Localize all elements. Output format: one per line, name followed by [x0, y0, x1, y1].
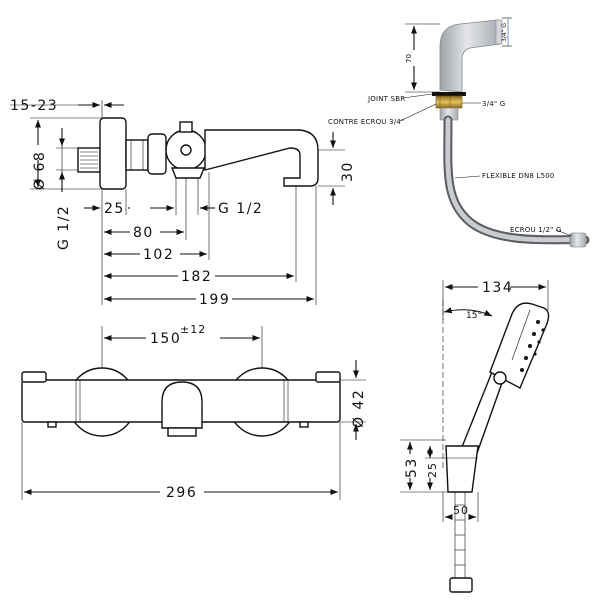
label-ecrou: ECROU 1/2" G [510, 226, 562, 234]
dim-front-diameter-label: Ø 42 [351, 389, 367, 428]
wall-bracket [445, 445, 479, 493]
right-cap-tab [315, 371, 341, 383]
handshower-detail: 134 15° 53 [400, 280, 550, 593]
dim-thread-top-label: 3/4" G [501, 23, 508, 42]
dim-80-label: 80 [133, 225, 154, 241]
label-contre: CONTRE ECROU 3/4" [328, 118, 404, 126]
dim-134-label: 134 [482, 280, 513, 296]
hose-end-nut [569, 232, 587, 248]
mixer-body-side [147, 133, 167, 175]
diverter-knob [170, 167, 206, 179]
dim-30-label: 30 [340, 161, 356, 182]
label-flexible: FLEXIBLE DN8 L500 [482, 172, 555, 180]
mixer-front-view: 150 ±12 Ø 42 296 [21, 323, 367, 501]
dim-70-label: 70 [405, 54, 413, 63]
dim-182-label: 182 [181, 269, 212, 285]
escutcheon-disc [99, 117, 127, 190]
handshower-hose-nut [449, 577, 473, 593]
label-joint: JOINT SBR [367, 95, 405, 103]
dim-199-label: 199 [199, 292, 230, 308]
coupling-nut [125, 139, 149, 171]
spout-outlet [167, 427, 197, 437]
dim-angle-label: 15° [466, 311, 482, 321]
dim-width-label: 296 [166, 485, 197, 501]
dim-tolerance-label: ±12 [180, 323, 206, 336]
elbow-outlet [495, 19, 503, 45]
gasket [432, 92, 466, 96]
handshower-head [489, 302, 550, 389]
dim-hs-25-label: 25 [426, 462, 439, 478]
right-foot [299, 421, 309, 428]
left-foot [47, 421, 57, 428]
left-cap-tab [21, 371, 47, 383]
dim-top-label: 15-23 [10, 98, 58, 114]
dim-53-label: 53 [404, 457, 420, 478]
bath-spout [204, 129, 319, 187]
dim-diameter-label: Ø 68 [32, 151, 48, 190]
label-thread: 3/4" G [482, 100, 505, 108]
dim-102-label: 102 [143, 247, 174, 263]
mixer-side-view: 15-23 Ø 68 G 1/2 [10, 98, 356, 308]
dim-25-label: 25 [104, 201, 125, 217]
spout-front [161, 381, 203, 429]
dim-thread-right-label: G 1/2 [218, 201, 263, 217]
handshower-button [493, 371, 507, 385]
hose-detail: 70 3/4" G JOINT SBR CONTRE ECROU 3/4" 3/… [328, 17, 590, 248]
dim-center-label: 150 [150, 331, 181, 347]
hose-elbow-connector [439, 19, 501, 93]
handle-grip [179, 121, 193, 133]
dim-50-label: 50 [453, 504, 469, 517]
handle-screw [180, 144, 192, 156]
dim-thread-left-label: G 1/2 [56, 205, 72, 250]
